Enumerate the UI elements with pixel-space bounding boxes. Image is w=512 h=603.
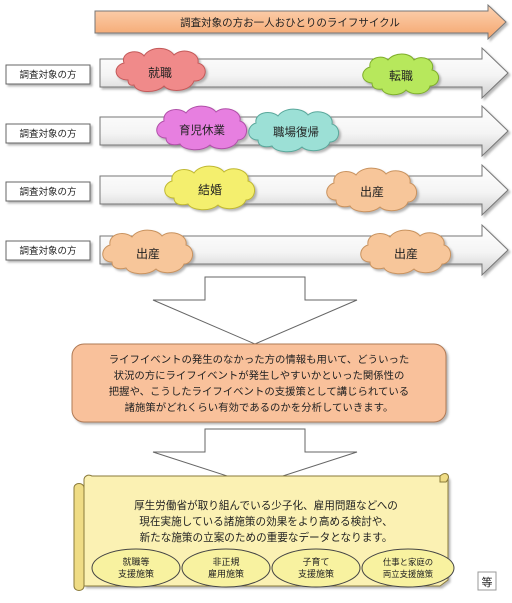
svg-text:諸施策がどれくらい有効であるのかを分析していきます。: 諸施策がどれくらい有効であるのかを分析していきます。 [125,401,394,414]
svg-text:新たな施策の立案のための重要なデータとなります。: 新たな施策の立案のための重要なデータとなります。 [140,531,393,544]
svg-text:出産: 出産 [136,246,160,261]
svg-text:育児休業: 育児休業 [179,123,225,137]
svg-text:出産: 出産 [360,184,384,199]
event-cloud-kekkon: 結婚 [164,165,255,211]
svg-text:転職: 転職 [389,69,413,83]
svg-text:仕事と家庭の: 仕事と家庭の [383,557,433,567]
svg-text:調査対象の方: 調査対象の方 [19,128,76,140]
policy-oval-2: 非正規 雇用施策 [181,548,271,588]
svg-text:状況の方にライフイベントが発生しやすいかといった関係性の: 状況の方にライフイベントが発生しやすいかといった関係性の [114,369,405,382]
svg-text:出産: 出産 [394,246,418,261]
event-cloud-shussan-1: 出産 [326,167,417,213]
svg-text:非正規: 非正規 [212,556,239,568]
svg-text:調査対象の方: 調査対象の方 [19,245,76,257]
event-cloud-shussan-2: 出産 [102,229,193,275]
svg-text:結婚: 結婚 [198,183,222,197]
header-arrow: 調査対象の方お一人おひとりのライフサイクル [94,3,507,41]
subject-label-2: 調査対象の方 [5,123,91,144]
header-arrow-label: 調査対象の方お一人おひとりのライフサイクル [180,16,400,29]
svg-text:ライフイベントの発生のなかった方の情報も用いて、どういった: ライフイベントの発生のなかった方の情報も用いて、どういった [109,353,410,366]
svg-text:両立支援施策: 両立支援施策 [383,569,434,579]
analysis-box: ライフイベントの発生のなかった方の情報も用いて、どういった 状況の方にライフイベ… [71,343,447,423]
policy-oval-3: 子育て 支援施策 [271,548,361,588]
svg-text:等: 等 [482,575,493,589]
event-cloud-ikuji: 育児休業 [156,105,247,151]
svg-text:厚生労働省が取り組んでいる少子化、雇用問題などへの: 厚生労働省が取り組んでいる少子化、雇用問題などへの [134,499,398,512]
svg-text:調査対象の方: 調査対象の方 [19,186,76,198]
subject-label-4: 調査対象の方 [5,240,91,261]
svg-text:把握や、こうしたライフイベントの支援策として講じられている: 把握や、こうしたライフイベントの支援策として講じられている [109,385,409,398]
svg-text:就職: 就職 [148,66,172,80]
subject-label-1: 調査対象の方 [5,64,91,85]
svg-text:支援施策: 支援施策 [298,568,334,580]
svg-text:調査対象の方: 調査対象の方 [19,69,76,81]
event-cloud-fukki: 職場復帰 [248,108,339,153]
event-cloud-tenshoku: 転職 [362,53,439,96]
etc-label: 等 [477,571,497,591]
svg-text:現在実施している諸施策の効果をより高める検討や、: 現在実施している諸施策の効果をより高める検討や、 [139,515,392,528]
scroll-banner: 厚生労働省が取り組んでいる少子化、雇用問題などへの 現在実施している諸施策の効果… [73,473,449,591]
svg-text:子育て: 子育て [302,556,329,568]
svg-text:職場復帰: 職場復帰 [273,125,319,139]
svg-text:雇用施策: 雇用施策 [208,568,244,580]
down-arrow-2 [152,428,358,486]
event-cloud-shushoku: 就職 [115,47,206,92]
svg-text:支援施策: 支援施策 [118,568,154,580]
svg-text:就職等: 就職等 [122,556,149,568]
subject-label-3: 調査対象の方 [5,181,91,202]
policy-oval-1: 就職等 支援施策 [91,548,181,588]
policy-oval-4: 仕事と家庭の 両立支援施策 [361,548,455,588]
row-3 [99,163,509,217]
event-cloud-shussan-3: 出産 [360,229,451,275]
down-arrow-1 [152,276,358,345]
